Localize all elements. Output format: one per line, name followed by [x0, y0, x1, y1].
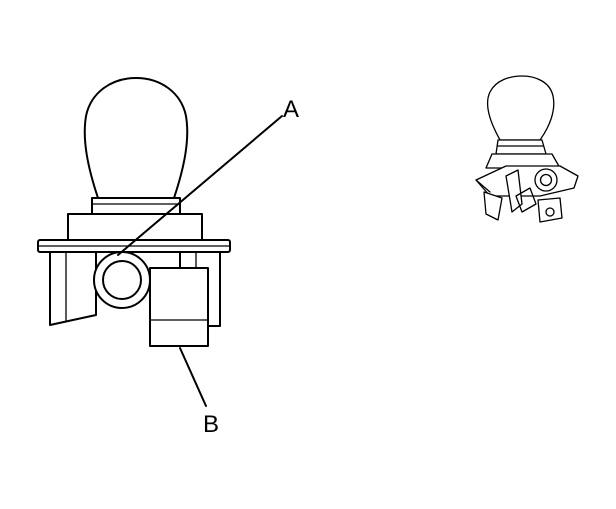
iso-bulb-neck [495, 139, 547, 155]
iso-hub-inner [539, 173, 553, 187]
socket-left-tab [49, 251, 97, 326]
bulb-socket-front-view [37, 77, 231, 347]
iso-body-face [515, 187, 537, 213]
leader-line-a [117, 115, 283, 256]
bulb-neck [91, 197, 181, 215]
bulb-glass [83, 77, 189, 199]
socket-hub-a-inner [102, 260, 142, 300]
leader-line-b [179, 347, 207, 407]
iso-terminal-hole [545, 207, 555, 217]
iso-flange-edge [475, 179, 491, 193]
callout-label-b: B [203, 411, 219, 438]
iso-left-tab [483, 191, 503, 221]
socket-terminal-b [149, 267, 209, 347]
socket-collar [67, 213, 203, 241]
iso-bulb-glass [486, 75, 555, 141]
bulb-socket-iso-view [475, 75, 579, 223]
callout-label-a: A [283, 96, 299, 123]
iso-flange [475, 165, 579, 197]
